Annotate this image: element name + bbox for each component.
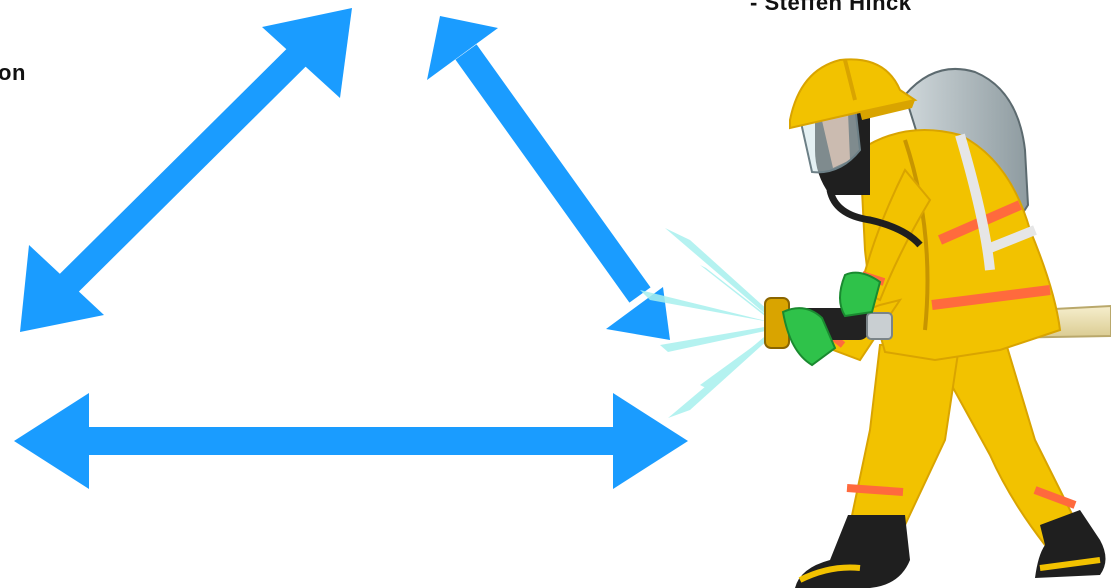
firefighter-illustration: [640, 59, 1111, 588]
arrow-left-diagonal-icon: [20, 8, 352, 332]
arrow-horizontal-icon: [14, 393, 688, 489]
arrow-right-diagonal-icon: [427, 16, 670, 340]
